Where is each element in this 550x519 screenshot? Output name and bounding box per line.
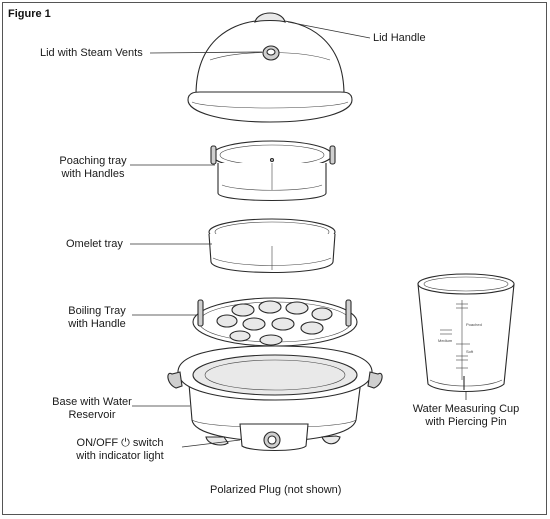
label-measuring-cup: Water Measuring Cup with Piercing Pin <box>412 403 520 428</box>
boiling-handle-right <box>345 299 352 327</box>
label-polarized-plug: Polarized Plug (not shown) <box>210 484 342 496</box>
boiling-tray <box>192 297 358 347</box>
label-on-off-switch: ON/OFF ⏻ switch with indicator light <box>76 437 164 462</box>
lid-handle-shape <box>254 12 286 23</box>
label-omelet-tray: Omelet tray <box>66 238 123 250</box>
poaching-tray <box>210 140 336 202</box>
cup-body <box>417 283 515 393</box>
cup-rim <box>417 273 515 295</box>
label-lid-handle: Lid Handle <box>373 32 426 44</box>
label-base: Base with Water Reservoir <box>52 396 132 421</box>
lid-rim <box>187 91 353 123</box>
figure-title: Figure 1 <box>8 8 51 20</box>
cup-mark-medium: Medium <box>438 338 453 343</box>
label-lid-steam-vents: Lid with Steam Vents <box>40 47 143 59</box>
poaching-handle-left <box>210 145 217 165</box>
base-handle-left <box>167 371 183 389</box>
omelet-tray <box>208 218 336 273</box>
lid <box>187 12 353 123</box>
water-reservoir <box>192 354 358 396</box>
measuring-cup: Poached Medium Soft <box>417 273 515 393</box>
egg-holes <box>216 300 333 346</box>
label-poaching-tray: Poaching tray with Handles <box>59 155 127 180</box>
label-boiling-tray: Boiling Tray with Handle <box>68 305 126 330</box>
cup-mark-soft: Soft <box>466 349 474 354</box>
leader-lines <box>130 21 467 448</box>
base-foot-left <box>205 436 229 446</box>
base-handle-right <box>367 371 383 389</box>
base <box>167 345 383 451</box>
boiling-handle-left <box>197 299 204 327</box>
base-foot-right <box>321 435 341 445</box>
poaching-handle-right <box>329 145 336 165</box>
cup-mark-poached: Poached <box>466 322 482 327</box>
